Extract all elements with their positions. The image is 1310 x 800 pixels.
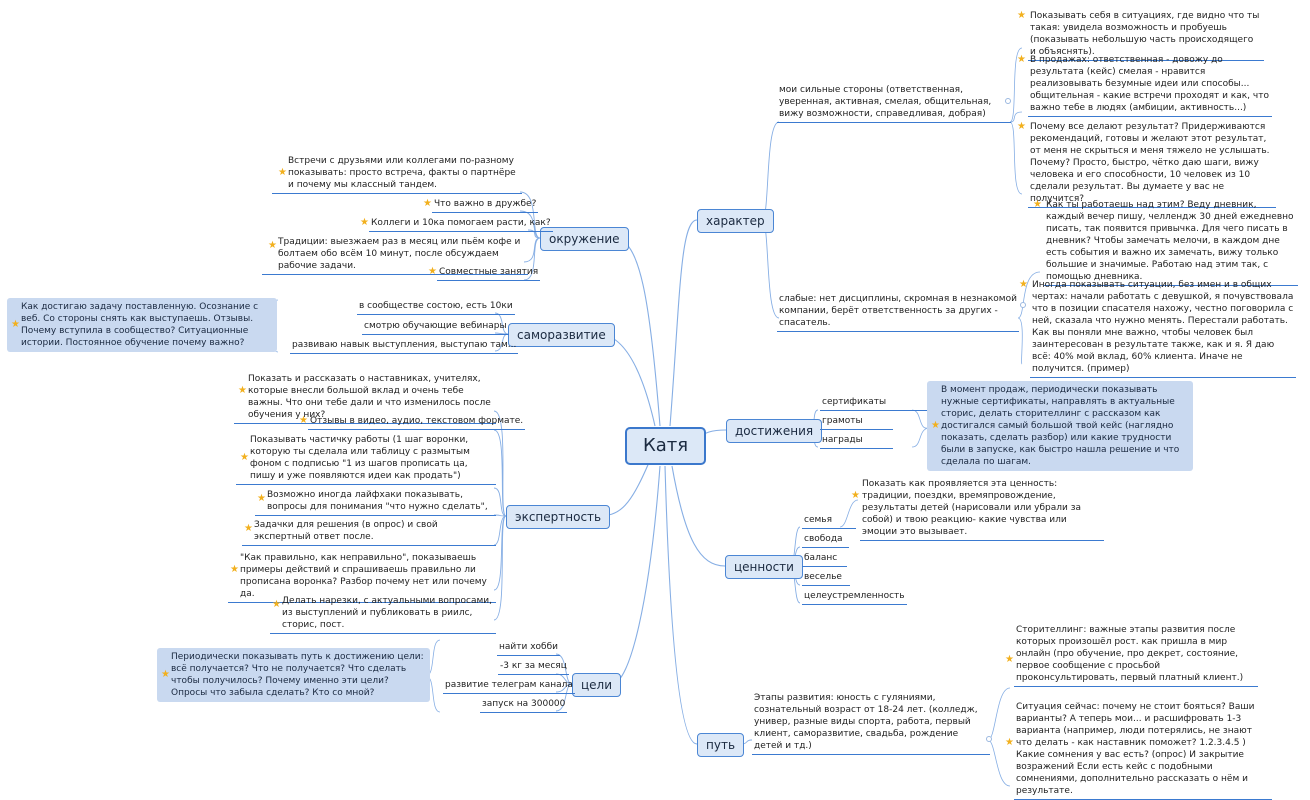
star-icon: ★ [161,669,170,680]
expertise-item[interactable]: ★ Возможно иногда лайфхаки показывать, в… [255,489,496,516]
family-note[interactable]: ★ Показать как проявляется эта ценность:… [851,478,1104,541]
branch-values[interactable]: ценности [725,555,803,579]
branch-character[interactable]: характер [697,209,774,233]
goals-note[interactable]: ★ Периодически показывать путь к достиже… [157,648,430,702]
star-icon: ★ [423,198,432,209]
star-icon: ★ [257,493,266,504]
star-icon: ★ [1033,199,1042,210]
path-stages[interactable]: Этапы развития: юность с гуляниями, созн… [752,692,990,755]
topic-weaknesses[interactable]: слабые: нет дисциплины, скромная в незна… [777,293,1019,332]
collapse-dot[interactable] [986,736,992,742]
expertise-item[interactable]: ★ Показывать частичку работы (1 шаг воро… [236,434,496,485]
root-topic[interactable]: Катя [625,427,707,465]
env-item[interactable]: ★ Что важно в дружбе? [423,198,539,213]
star-icon: ★ [1019,279,1028,290]
achievement-item[interactable]: награды [820,434,893,449]
weak-note-2[interactable]: ★ Иногда показывать ситуации, без имен и… [1019,279,1296,378]
expertise-item[interactable]: ★ Отзывы в видео, аудио, текстовом форма… [299,415,526,430]
strengths-note-3[interactable]: ★ Почему все делают результат? Придержив… [1017,121,1276,208]
star-icon: ★ [244,523,253,534]
env-item[interactable]: ★ Встречи с друзьями или коллегами по-ра… [272,155,522,194]
star-icon: ★ [931,420,940,431]
goal-item[interactable]: найти хобби [497,641,560,656]
branch-path[interactable]: путь [697,733,745,757]
strengths-note-1[interactable]: ★ Показывать себя в ситуациях, где видно… [1017,10,1264,61]
selfdev-item[interactable]: смотрю обучающие вебинары [362,320,509,335]
env-item[interactable]: ★ Коллеги и 10ка помогаем расти, как? [360,217,553,232]
branch-achievements[interactable]: достижения [726,419,823,443]
achievement-item[interactable]: грамоты [820,415,893,430]
path-note-2[interactable]: ★ Ситуация сейчас: почему не стоит боять… [1005,701,1272,800]
goal-item[interactable]: -3 кг за месяц [498,660,569,675]
branch-environment[interactable]: окружение [540,227,629,251]
path-note-1[interactable]: ★ Сторителлинг: важные этапы развития по… [1005,624,1258,687]
branch-expertise[interactable]: экспертность [506,505,611,529]
weak-note-1[interactable]: ★ Как ты работаешь над этим? Веду дневни… [1033,199,1298,286]
expertise-item[interactable]: ★ Задачки для решения (в опрос) и свой э… [242,519,496,546]
selfdev-item[interactable]: в сообществе состою, есть 10ки [357,300,515,315]
star-icon: ★ [268,240,277,251]
strengths-note-2[interactable]: ★ В продажах: ответственная - довожу до … [1017,54,1272,117]
selfdev-note[interactable]: ★ Как достигаю задачу поставленную. Осоз… [7,298,277,352]
expertise-item[interactable]: ★ Делать нарезки, с актуальными вопросам… [270,595,496,634]
star-icon: ★ [1017,54,1026,65]
star-icon: ★ [1005,654,1014,665]
star-icon: ★ [1005,737,1014,748]
branch-selfdev[interactable]: саморазвитие [508,323,615,347]
value-item[interactable]: веселье [802,571,850,586]
branch-goals[interactable]: цели [572,673,622,697]
topic-strengths[interactable]: мои сильные стороны (ответственная, увер… [777,84,1011,123]
star-icon: ★ [428,266,437,277]
star-icon: ★ [360,217,369,228]
goal-item[interactable]: развитие телеграм канала [443,679,575,694]
env-item[interactable]: ★ Совместные занятия [428,266,541,281]
star-icon: ★ [1017,121,1026,132]
expertise-item[interactable]: ★ Показать и рассказать о наставниках, у… [234,373,496,424]
value-item[interactable]: семья [802,514,856,529]
collapse-dot[interactable] [1005,98,1011,104]
selfdev-item[interactable]: развиваю навык выступления, выступаю там… [290,339,519,354]
value-item[interactable]: баланс [802,552,848,567]
value-item[interactable]: свобода [802,533,849,548]
star-icon: ★ [272,599,281,610]
star-icon: ★ [278,167,287,178]
expertise-item[interactable]: ★ "Как правильно, как неправильно", пока… [228,552,496,603]
star-icon: ★ [1017,10,1026,21]
value-item[interactable]: целеустремленность [802,590,907,605]
star-icon: ★ [238,385,247,396]
achievements-note[interactable]: ★ В момент продаж, периодически показыва… [927,381,1193,471]
star-icon: ★ [11,319,20,330]
achievement-item[interactable]: сертификаты [820,396,937,411]
collapse-dot[interactable] [1020,302,1026,308]
star-icon: ★ [851,490,860,501]
env-item[interactable]: ★ Традиции: выезжаем раз в месяц или пьё… [262,236,528,275]
star-icon: ★ [240,452,249,463]
star-icon: ★ [299,415,308,426]
star-icon: ★ [230,564,239,575]
goal-item[interactable]: запуск на 300000 [480,698,568,713]
